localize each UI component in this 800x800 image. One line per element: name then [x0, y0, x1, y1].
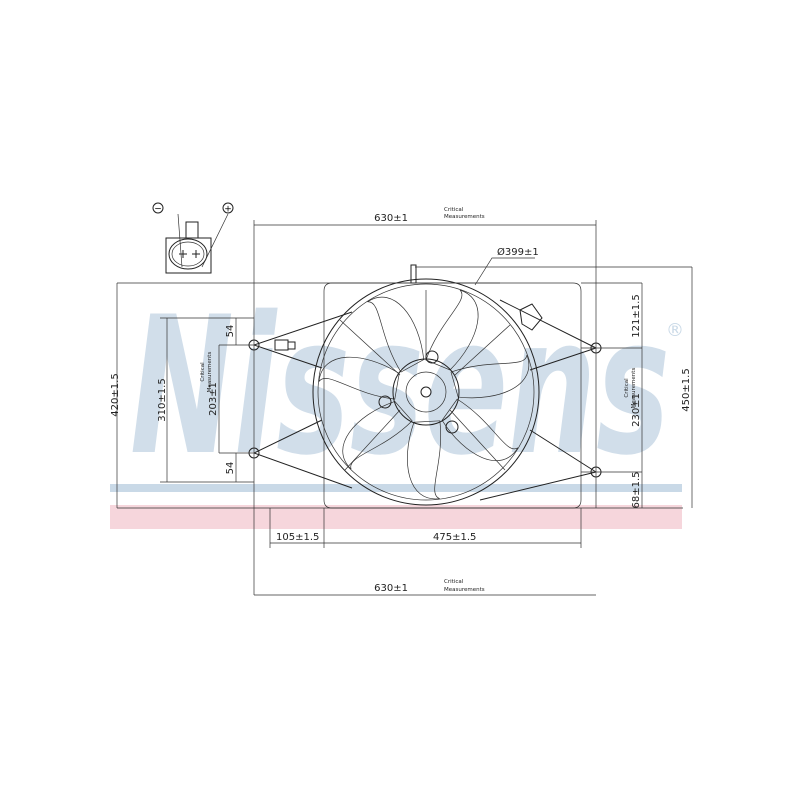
svg-text:−: − [154, 205, 162, 215]
svg-text:+: + [224, 205, 232, 215]
watermark: Nissens ® [110, 276, 684, 529]
dimension-lines [116, 220, 693, 596]
fan [312, 278, 540, 506]
dim-height-right: 450±1.5 [681, 368, 692, 411]
electrical-connector: − + [152, 202, 234, 274]
registered-mark: ® [666, 320, 684, 341]
fan-blade [441, 398, 519, 461]
fan-blade [367, 296, 425, 373]
dim-width-bottom: 630±1 [374, 583, 408, 594]
svg-text:Measurements: Measurements [631, 368, 637, 409]
svg-text:Critical: Critical [624, 378, 630, 398]
svg-text:Measurements: Measurements [444, 587, 485, 593]
dim-right-top: 121±1.5 [631, 294, 642, 337]
watermark-text: Nissens [130, 276, 670, 497]
svg-text:Measurements: Measurements [444, 214, 485, 220]
fan-blade [318, 356, 400, 400]
dimension-labels: 630±1 Critical Measurements 630±1 Critic… [110, 207, 692, 594]
dim-bottom-left: 105±1.5 [276, 532, 319, 543]
svg-text:Critical: Critical [444, 207, 464, 213]
dim-height-left: 420±1.5 [110, 373, 121, 416]
dim-right-bottom: 68±1.5 [631, 471, 642, 508]
svg-text:Measurements: Measurements [207, 352, 213, 393]
watermark-pink-bar [110, 505, 682, 529]
svg-text:Critical: Critical [444, 579, 464, 585]
fan-blade [450, 354, 530, 399]
dim-offset-top: 54 [225, 325, 236, 338]
watermark-blue-bar [110, 484, 682, 492]
dim-offset-bottom: 54 [225, 462, 236, 475]
fan-blades [318, 289, 530, 500]
svg-text:Critical: Critical [200, 362, 206, 382]
plus-terminal-icon [222, 202, 234, 214]
fan-blade [407, 420, 442, 500]
dim-bottom-right: 475±1.5 [433, 532, 476, 543]
fan-blade [342, 401, 413, 470]
minus-terminal-icon [152, 202, 164, 214]
dim-width-top: 630±1 [374, 213, 408, 224]
dim-right-mid: 230±1 [631, 393, 642, 427]
dim-height-inner: 203±1 [208, 382, 219, 416]
dim-height-mid: 310±1.5 [157, 378, 168, 421]
fan-blade [425, 289, 479, 371]
dim-diameter: Ø399±1 [497, 246, 539, 258]
